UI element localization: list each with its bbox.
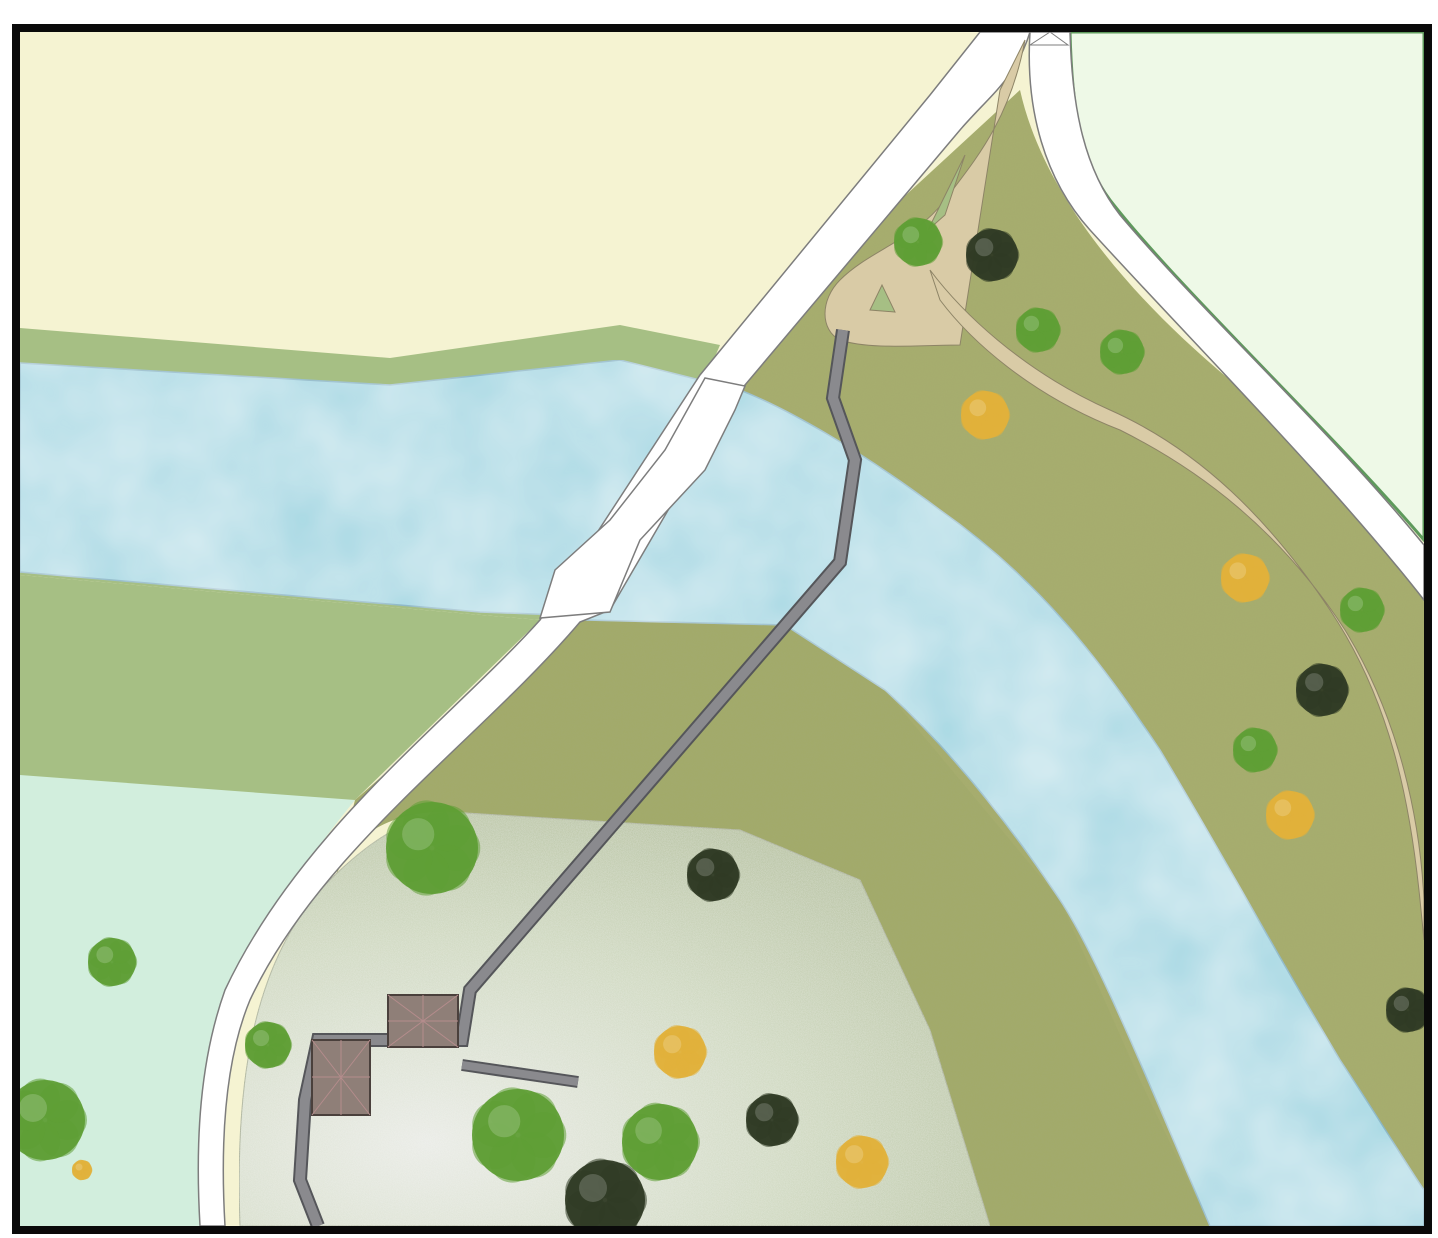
tree-green-icon xyxy=(20,1078,87,1162)
tree-green-icon xyxy=(245,1021,293,1069)
tree-green-icon xyxy=(472,1087,567,1183)
tree-dark-icon xyxy=(687,848,741,902)
tree-autumn-icon xyxy=(1221,553,1271,603)
tree-green-icon xyxy=(894,217,944,267)
road-bridge xyxy=(538,377,747,619)
tree-dark-icon xyxy=(966,228,1020,282)
water-river xyxy=(583,389,1424,1226)
footpath-curve xyxy=(929,269,1424,941)
tree-dark-icon xyxy=(746,1093,800,1147)
gate-triangle xyxy=(1028,32,1070,46)
meadow-south xyxy=(330,620,1210,1226)
grass-band-lower xyxy=(20,575,540,800)
tree-autumn-icon xyxy=(1266,790,1316,840)
tree-green-icon xyxy=(622,1102,700,1182)
plaza-island xyxy=(869,283,896,313)
east-road xyxy=(1028,32,1424,602)
trees xyxy=(20,217,1424,1226)
tree-dark-icon xyxy=(1386,987,1424,1033)
deck-upper-pattern xyxy=(387,994,459,1048)
tree-green-icon xyxy=(1233,727,1279,773)
plaza-island-2 xyxy=(927,154,966,231)
tree-dark-icon xyxy=(565,1158,647,1226)
deck-lower-pattern xyxy=(311,1039,371,1116)
tree-green-icon xyxy=(88,937,138,987)
boardwalk-spur-surface xyxy=(461,1061,579,1086)
tree-autumn-icon xyxy=(961,390,1011,440)
field-mint xyxy=(20,770,355,1226)
tree-dark-icon xyxy=(1296,663,1350,717)
footpath-plaza xyxy=(824,39,1026,347)
tree-autumn-icon xyxy=(654,1025,708,1079)
tree-green-icon xyxy=(1016,307,1062,353)
boardwalk-surface xyxy=(294,329,861,1226)
tree-autumn-icon xyxy=(72,1159,93,1181)
tree-green-icon xyxy=(1340,587,1386,633)
tree-green-icon xyxy=(386,800,481,896)
tree-autumn-icon xyxy=(836,1135,890,1189)
tree-green-icon xyxy=(1100,329,1146,375)
